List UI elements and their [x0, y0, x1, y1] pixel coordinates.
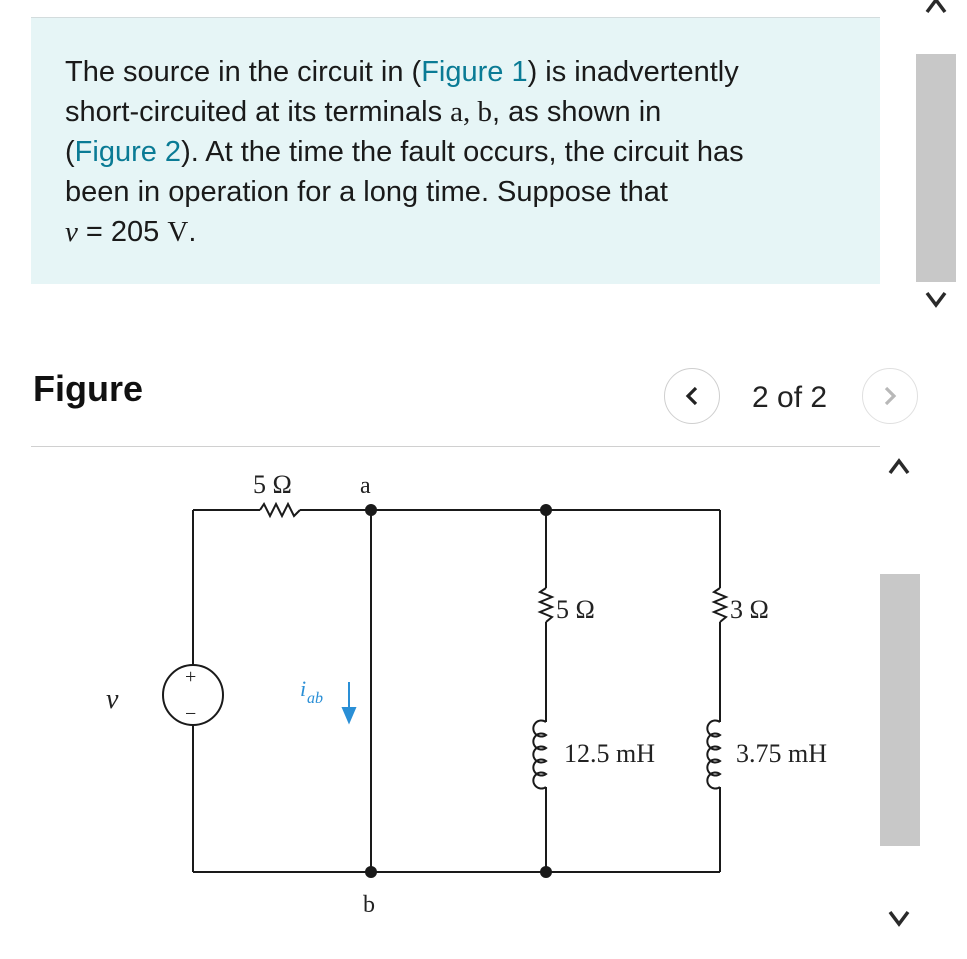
- series-resistor-label: 5 Ω: [253, 470, 292, 499]
- node-top-mid-dot: [540, 504, 552, 516]
- source-label: v: [106, 684, 119, 715]
- mid-inductor: [532, 719, 548, 790]
- problem-text-segment: short-circuited at its terminals: [65, 96, 451, 128]
- scroll-up-icon[interactable]: [921, 0, 951, 24]
- problem-line-4: been in operation for a long time. Suppo…: [65, 176, 668, 208]
- next-figure-button[interactable]: [862, 368, 918, 424]
- unit-volts: V: [167, 216, 189, 248]
- node-bottom-mid-dot: [540, 866, 552, 878]
- variable-v: v: [65, 216, 78, 248]
- problem-line-3: (Figure 2). At the time the fault occurs…: [65, 132, 865, 172]
- problem-text-segment: ). At the time the fault occurs, the cir…: [181, 136, 744, 168]
- figure-1-link[interactable]: Figure 1: [421, 56, 528, 88]
- figure-2-link[interactable]: Figure 2: [74, 136, 182, 168]
- node-b-label: b: [363, 892, 375, 918]
- figure-pager: 2 of 2: [752, 381, 828, 414]
- mid-inductor-label: 12.5 mH: [564, 739, 655, 768]
- terminal-b: b: [477, 96, 493, 128]
- figure-scrollbar-thumb[interactable]: [880, 574, 920, 846]
- problem-text-segment: .: [188, 216, 197, 248]
- problem-text-segment: ,: [463, 96, 478, 128]
- problem-scrollbar-thumb[interactable]: [916, 54, 956, 282]
- figure-title: Figure: [33, 368, 144, 409]
- node-a-dot: [365, 504, 377, 516]
- scroll-down-icon[interactable]: [921, 287, 951, 317]
- problem-line-1: The source in the circuit in (Figure 1) …: [65, 52, 865, 92]
- problem-line-2: short-circuited at its terminals a, b, a…: [65, 92, 865, 132]
- mid-resistor-label: 5 Ω: [556, 595, 595, 624]
- right-resistor: [711, 587, 729, 623]
- problem-text-segment: , as shown in: [492, 96, 662, 128]
- current-label: i: [300, 676, 306, 701]
- node-a-label: a: [360, 473, 371, 499]
- source-plus: +: [185, 666, 196, 688]
- right-inductor: [706, 719, 722, 790]
- node-b-dot: [365, 866, 377, 878]
- problem-text-segment: (: [65, 136, 75, 168]
- figure-scroll-up-icon[interactable]: [884, 455, 914, 485]
- chevron-right-icon: [884, 386, 897, 406]
- problem-line-5: v = 205 V.: [65, 212, 865, 252]
- voltage-source: [162, 664, 224, 726]
- current-arrow-icon: [341, 682, 357, 725]
- problem-text-segment: ) is inadvertently: [527, 56, 739, 88]
- right-inductor-label: 3.75 mH: [736, 739, 827, 768]
- previous-figure-button[interactable]: [664, 368, 720, 424]
- series-resistor: [259, 501, 301, 519]
- terminal-a: a: [450, 96, 464, 128]
- source-minus: −: [185, 703, 196, 725]
- current-subscript: ab: [307, 690, 323, 707]
- problem-text-segment: = 205: [77, 216, 168, 248]
- mid-resistor: [537, 587, 555, 623]
- problem-text-segment: The source in the circuit in (: [65, 56, 422, 88]
- right-resistor-label: 3 Ω: [730, 595, 769, 624]
- problem-statement-box: The source in the circuit in (Figure 1) …: [31, 17, 880, 284]
- figure-scroll-down-icon[interactable]: [884, 906, 914, 936]
- problem-text: The source in the circuit in (Figure 1) …: [65, 52, 865, 252]
- circuit-diagram: 5 Ω a b 5 Ω 3 Ω 12.5 mH 3.75 mH v + − i …: [106, 470, 827, 918]
- figure-divider: [31, 446, 880, 447]
- chevron-left-icon: [685, 386, 698, 406]
